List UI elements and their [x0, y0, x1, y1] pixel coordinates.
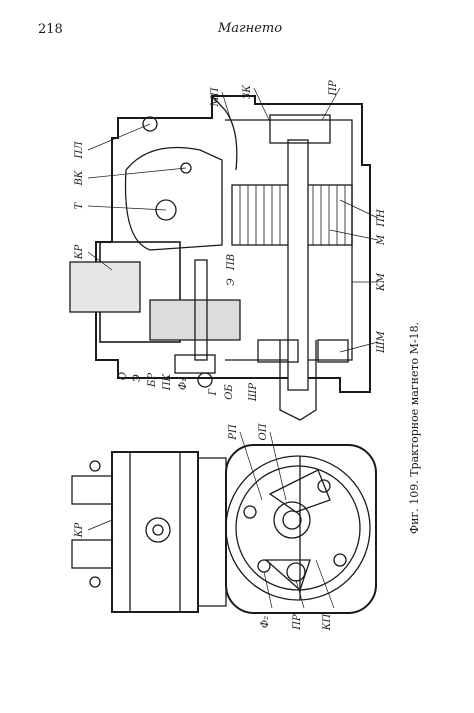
label-f2: Ф₂ — [260, 616, 271, 628]
label-pk: ПК — [162, 374, 173, 392]
label-op: ОП — [258, 423, 269, 440]
label-kr-side: КР — [74, 244, 85, 260]
label-f1: Ф₁ — [178, 378, 189, 390]
label-mp: МП — [210, 87, 221, 107]
page-number: 218 — [38, 22, 63, 37]
label-zk: ЗК — [242, 85, 253, 99]
label-kr-front: КР — [74, 522, 85, 538]
label-rp: РП — [228, 424, 239, 441]
label-pl: ПЛ — [74, 141, 85, 160]
label-kp: КП — [322, 613, 333, 631]
running-head: Магнето — [218, 21, 283, 36]
label-pv: ПВ — [226, 254, 237, 271]
label-e-right: Э — [226, 278, 237, 286]
label-pn: ПН — [376, 209, 387, 228]
figure-caption: Фиг. 109. Тракторное магнето М-18. — [408, 322, 421, 534]
label-vk: ВК — [74, 170, 85, 186]
magneto-side-section-drawing — [69, 95, 371, 421]
label-ob: ОБ — [224, 384, 235, 400]
leader-lines — [87, 87, 379, 609]
label-pr-top: ПР — [328, 80, 339, 97]
label-g: Г — [208, 388, 219, 396]
label-shm: ШМ — [376, 330, 387, 353]
label-br: БР — [147, 373, 158, 388]
label-km: КМ — [376, 272, 387, 292]
label-o: О — [118, 372, 129, 380]
label-e-left: Э — [132, 374, 143, 382]
label-t: Т — [74, 201, 85, 209]
label-pr-bottom: ПР — [292, 614, 303, 631]
label-shr: ШР — [248, 383, 259, 402]
label-m: М — [376, 234, 387, 246]
figure-labels: МП ЗК ПР ПЛ ВК Т КР ПН М ПВ Э КМ ШМ О Э … — [74, 80, 387, 631]
magneto-front-view-drawing — [71, 444, 377, 614]
